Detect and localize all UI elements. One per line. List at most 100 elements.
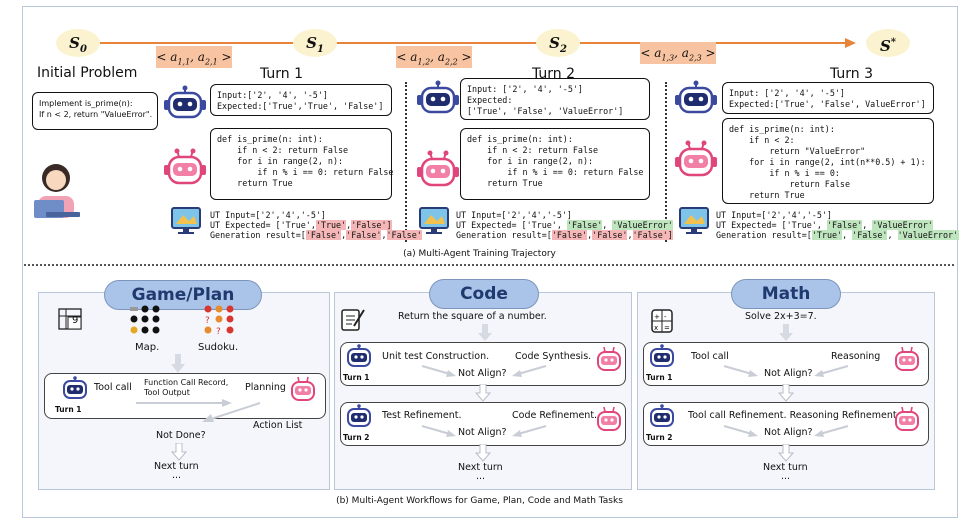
coder-robot-icon: [675, 140, 717, 177]
diagonal-arrow: [202, 402, 261, 422]
action-box-2: < a1,2, a2,2 >: [396, 46, 472, 68]
svg-text:?: ?: [205, 316, 210, 326]
ut-generation: Generation result=['False','False','Fals…: [210, 230, 422, 240]
math-turn-1-box: [643, 342, 929, 386]
tool-call-label: Tool call: [94, 382, 132, 393]
down-arrow: [778, 444, 794, 462]
map-icon: [130, 305, 160, 334]
not-align-label: Not Align?: [764, 427, 813, 438]
caption-a: (a) Multi-Agent Training Trajectory: [403, 249, 556, 259]
ut-block-turn-2: UT Input=['2','4','-5'] UT Expected= ['T…: [456, 210, 673, 240]
initial-problem-label: Initial Problem: [37, 65, 138, 81]
turn-3-label: Turn 3: [830, 66, 874, 82]
state-s-star: S*: [866, 29, 910, 57]
coder-robot-icon: [417, 150, 459, 187]
svg-text:x: x: [654, 324, 658, 332]
tester-robot-icon: [164, 85, 206, 119]
tester-output-turn-1: Input:['2', '4', '-5'] Expected:['True',…: [210, 84, 392, 116]
panel-title-math: Math: [731, 279, 841, 309]
code-refinement-label: Code Refinement.: [512, 410, 598, 421]
svg-text:=: =: [664, 324, 670, 332]
next-turn-label: Next turn: [458, 462, 503, 473]
turn-2-tag: Turn 2: [343, 433, 370, 442]
edit-document-icon: [341, 309, 365, 331]
map-label: Map.: [135, 342, 160, 353]
turn-1-tag: Turn 1: [55, 405, 82, 414]
down-arrow: [778, 384, 794, 402]
coder-robot-icon: [895, 406, 919, 431]
down-arrow: [478, 324, 492, 341]
action-box-1: < a1,1, a2,1 >: [156, 46, 232, 68]
test-refinement-label: Test Refinement.: [382, 410, 462, 421]
ellipsis: ...: [476, 471, 486, 482]
tester-robot-icon: [417, 80, 459, 114]
coder-output-turn-3: def is_prime(n: int): if n < 2: return "…: [722, 118, 934, 204]
converging-arrows: [421, 425, 547, 437]
svg-text:?: ?: [216, 327, 221, 337]
ut-block-turn-1: UT Input=['2','4','-5'] UT Expected= ['T…: [210, 210, 422, 240]
ut-generation: Generation result=['False','False','Fals…: [456, 230, 673, 240]
down-arrow: [779, 324, 793, 341]
game-turn-1-box: [44, 373, 326, 419]
tester-robot-icon: [347, 404, 371, 427]
ut-expected: UT Expected= ['True', 'False', 'ValueErr…: [716, 220, 933, 230]
tester-robot-icon: [347, 344, 371, 367]
code-turn-2-box: [340, 402, 626, 446]
turn-separator-2: [665, 82, 667, 242]
action-list-label: Action List: [253, 420, 303, 431]
ut-input: UT Input=['2','4','-5']: [456, 210, 572, 220]
sudoku-label: Sudoku.: [198, 342, 239, 353]
state-s2: S2: [536, 29, 580, 57]
math-prompt: Solve 2x+3=7.: [745, 311, 817, 322]
ellipsis: ...: [781, 471, 791, 482]
right-arrow: [136, 399, 232, 407]
coder-robot-icon: [597, 406, 621, 431]
next-turn-label: Next turn: [763, 462, 808, 473]
unit-test-construction-label: Unit test Construction.: [382, 351, 490, 362]
converging-arrows: [723, 365, 849, 377]
tester-output-turn-2: Input: ['2', '4', '-5'] Expected: ['True…: [460, 78, 650, 120]
turn-1-label: Turn 1: [260, 66, 304, 82]
coder-robot-icon: [164, 148, 206, 185]
coder-output-turn-1: def is_prime(n: int): if n < 2: return F…: [210, 128, 393, 200]
monitor-icon: [171, 207, 201, 234]
turn-2-tag: Turn 2: [646, 433, 673, 442]
reasoning-label: Reasoning: [831, 351, 881, 362]
not-align-label: Not Align?: [764, 368, 813, 379]
tester-robot-icon: [650, 404, 674, 427]
ut-expected: UT Expected= ['True','True','False']: [210, 220, 392, 230]
ut-input: UT Input=['2','4','-5']: [210, 210, 326, 220]
converging-arrows: [723, 425, 849, 437]
problem-bubble: Implement is_prime(n): If n < 2, return …: [32, 92, 158, 130]
not-done-label: Not Done?: [156, 430, 206, 441]
svg-text:-: -: [664, 313, 667, 321]
coder-robot-icon: [597, 346, 621, 371]
refinement-label: Tool call Refinement. Reasoning Refineme…: [688, 410, 897, 421]
tester-robot-icon: [650, 344, 674, 367]
turn-separator-1: [405, 82, 407, 242]
tester-output-turn-3: Input: ['2', '4', '-5'] Expected:['True'…: [722, 82, 934, 114]
user-avatar-icon: [34, 164, 80, 218]
down-arrow: [475, 384, 491, 402]
turn-1-tag: Turn 1: [343, 373, 370, 382]
not-align-label: Not Align?: [458, 368, 507, 379]
down-arrow: [171, 443, 187, 461]
converging-arrows: [421, 365, 547, 377]
code-synthesis-label: Code Synthesis.: [515, 351, 592, 362]
caption-b: (b) Multi-Agent Workflows for Game, Plan…: [336, 496, 623, 506]
not-align-label: Not Align?: [458, 427, 507, 438]
state-s0: S0: [56, 29, 100, 57]
timeline-arrow: [90, 38, 856, 48]
tester-robot-icon: [63, 376, 87, 399]
grid-icon: [58, 308, 82, 330]
action-box-3: < a1,3, a2,3 >: [640, 42, 716, 64]
ut-generation: Generation result=['True', 'False', 'Val…: [716, 230, 959, 240]
panel-title-code: Code: [429, 279, 539, 309]
grid-icon-digit: 9: [72, 315, 79, 326]
next-turn-label: Next turn: [154, 461, 199, 472]
monitor-icon: [679, 207, 709, 234]
coder-robot-icon: [895, 346, 919, 371]
coder-robot-icon: [291, 376, 315, 401]
down-arrow: [475, 444, 491, 462]
panel-title-game-plan: Game/Plan: [104, 280, 262, 310]
